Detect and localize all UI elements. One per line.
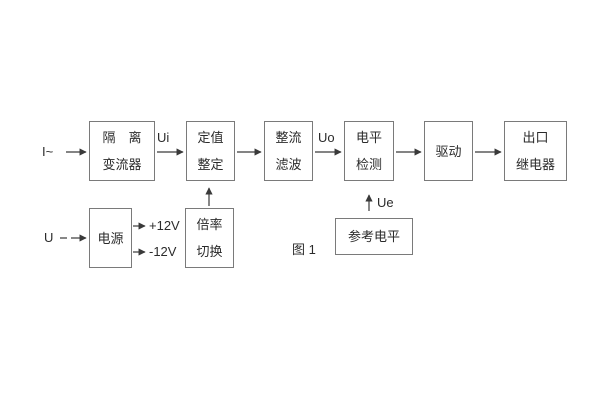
label-uo-signal: Uo [318, 130, 335, 145]
block-level-detection: 电平 检测 [344, 121, 394, 181]
block-text: 滤波 [275, 157, 302, 172]
block-isolation-transformer: 隔 离 变流器 [89, 121, 155, 181]
label-input-voltage: U [44, 230, 54, 245]
block-text: 继电器 [515, 157, 555, 172]
label-ue-signal: Ue [377, 195, 394, 210]
figure-caption: 图 1 [292, 242, 316, 257]
block-text: 检测 [355, 157, 382, 172]
block-text: 驱动 [435, 143, 462, 159]
block-text: 电平 [355, 130, 382, 145]
block-text: 定值 [197, 130, 224, 145]
label-input-current: I~ [42, 144, 54, 159]
block-text: 参考电平 [347, 229, 400, 244]
block-text: 电源 [97, 230, 124, 246]
block-output-relay: 出口 继电器 [504, 121, 567, 181]
block-text: 切换 [196, 244, 223, 259]
block-text: 整流 [275, 130, 302, 145]
label-minus-12v: -12V [149, 244, 177, 259]
block-ratio-switch: 倍率 切换 [185, 208, 234, 268]
block-setpoint-setting: 定值 整定 [186, 121, 235, 181]
label-ui-signal: Ui [157, 130, 170, 145]
block-drive: 驱动 [424, 121, 473, 181]
block-text: 倍率 [196, 217, 223, 232]
block-text: 变流器 [102, 157, 142, 172]
label-plus-12v: +12V [149, 218, 180, 233]
block-reference-level: 参考电平 [335, 218, 413, 255]
block-rectifier-filter: 整流 滤波 [264, 121, 313, 181]
block-power-supply: 电源 [89, 208, 132, 268]
block-text: 隔 离 [102, 130, 142, 145]
block-text: 出口 [522, 130, 549, 145]
block-text: 整定 [197, 157, 224, 172]
